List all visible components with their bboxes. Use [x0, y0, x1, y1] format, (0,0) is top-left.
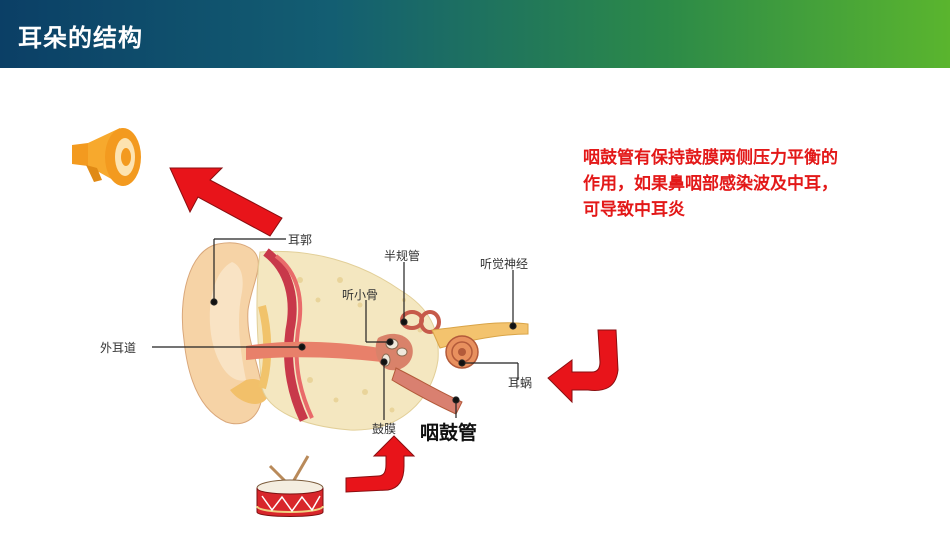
label-cochlea: 耳蜗 — [508, 376, 533, 390]
label-ear-canal: 外耳道 — [100, 341, 137, 355]
label-auricle: 耳郭 — [288, 233, 313, 247]
drum-arrow — [345, 435, 416, 493]
ear-illustration — [181, 242, 529, 431]
title-bar: 耳朵的结构 — [0, 0, 950, 68]
label-auditory-nerve: 听觉神经 — [480, 257, 529, 271]
label-eustachian-tube: 咽鼓管 — [420, 422, 478, 444]
note-line-2: 作用，如果鼻咽部感染波及中耳， — [583, 174, 838, 194]
cochlea-shape — [445, 335, 479, 369]
sound-out-arrow — [169, 167, 283, 237]
note-line-1: 咽鼓管有保持鼓膜两侧压力平衡的 — [583, 148, 838, 168]
cochlea-arrow — [547, 329, 619, 404]
label-eardrum: 鼓膜 — [372, 422, 397, 436]
label-semicircular-canals: 半规管 — [384, 249, 421, 263]
label-leaders — [152, 238, 519, 420]
page-title: 耳朵的结构 — [18, 24, 143, 52]
note-line-3: 可导致中耳炎 — [583, 200, 685, 220]
label-ossicles: 听小骨 — [342, 288, 379, 302]
drum-icon — [256, 455, 324, 517]
explanation-note: 咽鼓管有保持鼓膜两侧压力平衡的 作用，如果鼻咽部感染波及中耳， 可导致中耳炎 — [583, 145, 903, 223]
megaphone-icon — [72, 128, 141, 186]
